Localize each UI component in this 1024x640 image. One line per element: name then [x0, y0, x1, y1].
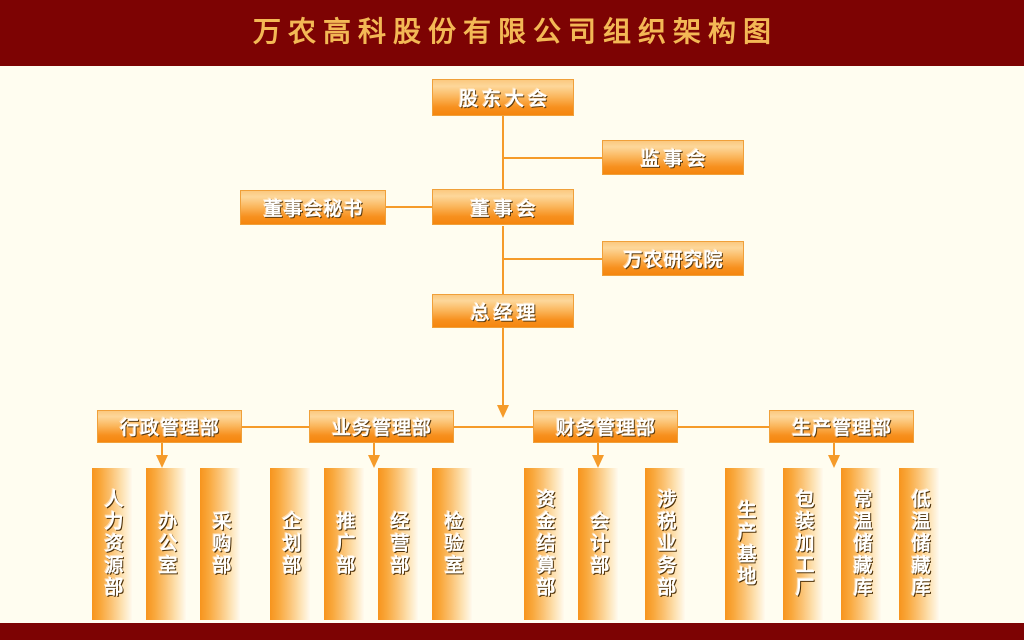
node-office[interactable]: 办公室	[146, 468, 186, 620]
node-purchasing-dept[interactable]: 采购部	[200, 468, 240, 620]
node-fund-settlement-dept[interactable]: 资金结算部	[524, 468, 564, 620]
node-finance-management-dept[interactable]: 财务管理部	[533, 410, 678, 443]
node-label: 办公室	[155, 511, 178, 577]
connector-admin-to-business	[240, 426, 320, 428]
node-board-of-directors[interactable]: 董事会	[432, 189, 574, 225]
arrow-admin-to-subunits	[156, 455, 168, 468]
node-tax-affairs-dept[interactable]: 涉税业务部	[645, 468, 685, 620]
node-planning-dept[interactable]: 企划部	[270, 468, 310, 620]
node-label: 会计部	[587, 511, 610, 577]
node-research-institute[interactable]: 万农研究院	[602, 241, 744, 276]
node-cold-warehouse[interactable]: 低温储藏库	[899, 468, 939, 620]
node-label: 常温储藏库	[850, 489, 873, 599]
node-board-secretary[interactable]: 董事会秘书	[240, 190, 386, 225]
header-band	[0, 0, 1024, 66]
node-hr-dept[interactable]: 人力资源部	[92, 468, 132, 620]
node-label: 监事会	[640, 148, 710, 170]
node-label: 检验室	[441, 511, 464, 577]
connector-admin-to-subunits	[161, 443, 163, 457]
node-label: 财务管理部	[555, 417, 656, 439]
connector-gm-to-departments	[502, 322, 504, 410]
connector-finance-to-production	[676, 426, 771, 428]
node-label: 董事会秘书	[263, 198, 364, 220]
node-general-manager[interactable]: 总经理	[432, 294, 574, 328]
page-title: 万农高科股份有限公司组织架构图	[252, 15, 778, 48]
arrow-production-to-subunits	[828, 455, 840, 468]
connector-board-to-secretary	[385, 206, 440, 208]
connector-board-to-research	[502, 258, 602, 260]
node-production-management-dept[interactable]: 生产管理部	[769, 410, 914, 443]
connector-production-to-subunits	[833, 443, 835, 457]
node-label: 行政管理部	[119, 417, 220, 439]
connector-shareholders-to-board	[502, 116, 504, 206]
node-ambient-warehouse[interactable]: 常温储藏库	[841, 468, 881, 620]
node-label: 人力资源部	[101, 489, 124, 599]
node-label: 业务管理部	[331, 417, 432, 439]
node-label: 经营部	[387, 511, 410, 577]
node-label: 采购部	[209, 511, 232, 577]
arrow-gm-to-departments	[497, 405, 509, 418]
connector-business-to-finance	[452, 426, 542, 428]
connector-business-to-subunits	[373, 443, 375, 457]
node-label: 股东大会	[458, 88, 551, 110]
node-label: 生产基地	[734, 500, 757, 588]
node-admin-management-dept[interactable]: 行政管理部	[97, 410, 242, 443]
node-label: 万农研究院	[623, 249, 724, 271]
connector-finance-to-subunits	[597, 443, 599, 457]
arrow-business-to-subunits	[368, 455, 380, 468]
node-packaging-plant[interactable]: 包装加工厂	[783, 468, 823, 620]
node-label: 总经理	[470, 301, 540, 324]
node-label: 企划部	[279, 511, 302, 577]
footer-band	[0, 623, 1024, 640]
node-promotion-dept[interactable]: 推广部	[324, 468, 364, 620]
node-label: 低温储藏库	[908, 489, 931, 599]
node-label: 董事会	[470, 197, 540, 220]
node-operations-dept[interactable]: 经营部	[378, 468, 418, 620]
node-label: 资金结算部	[533, 489, 556, 599]
node-production-base[interactable]: 生产基地	[725, 468, 765, 620]
node-shareholders-meeting[interactable]: 股东大会	[432, 79, 574, 116]
node-label: 生产管理部	[791, 417, 892, 439]
arrow-finance-to-subunits	[592, 455, 604, 468]
connector-shareholders-to-supervisors	[502, 157, 602, 159]
node-label: 包装加工厂	[792, 489, 815, 599]
node-inspection-lab[interactable]: 检验室	[432, 468, 472, 620]
node-accounting-dept[interactable]: 会计部	[578, 468, 618, 620]
node-label: 推广部	[333, 511, 356, 577]
connector-board-to-gm	[502, 226, 504, 300]
node-label: 涉税业务部	[654, 489, 677, 599]
node-business-management-dept[interactable]: 业务管理部	[309, 410, 454, 443]
node-board-of-supervisors[interactable]: 监事会	[602, 140, 744, 175]
